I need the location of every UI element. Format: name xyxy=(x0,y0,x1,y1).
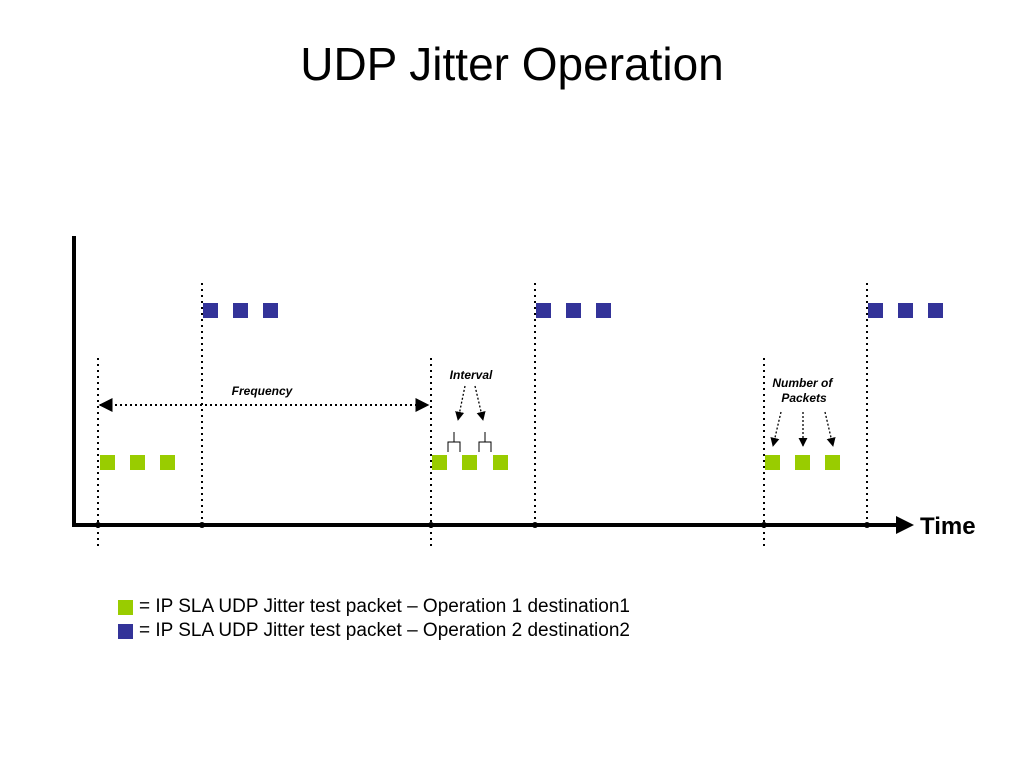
axis-tick xyxy=(761,522,767,528)
operation1-packets xyxy=(100,455,840,470)
interval-bracket xyxy=(478,432,492,452)
blue-packet xyxy=(233,303,248,318)
green-packet xyxy=(432,455,447,470)
legend-text-operation2: = IP SLA UDP Jitter test packet – Operat… xyxy=(139,620,630,641)
blue-packet-swatch xyxy=(118,623,133,639)
axis-tick xyxy=(428,522,434,528)
green-packet xyxy=(825,455,840,470)
number-of-packets-label-line1: Number of xyxy=(772,376,833,390)
blue-packet xyxy=(203,303,218,318)
green-packet xyxy=(795,455,810,470)
green-packet xyxy=(100,455,115,470)
blue-packet xyxy=(263,303,278,318)
green-packet xyxy=(765,455,780,470)
legend-text-operation1: = IP SLA UDP Jitter test packet – Operat… xyxy=(139,596,630,617)
green-packet xyxy=(160,455,175,470)
green-packet-swatch xyxy=(118,599,133,615)
blue-packet xyxy=(928,303,943,318)
operation2-packets xyxy=(203,303,943,318)
axis-ticks xyxy=(95,522,870,528)
packet-count-arrow xyxy=(770,411,782,447)
frequency-label: Frequency xyxy=(232,384,294,398)
interval-arrow xyxy=(474,385,486,421)
blue-packet xyxy=(536,303,551,318)
interval-bracket xyxy=(447,432,461,452)
blue-packet xyxy=(596,303,611,318)
interval-label: Interval xyxy=(450,368,493,382)
number-of-packets-label: Number of Packets xyxy=(772,376,835,405)
page-title: UDP Jitter Operation xyxy=(300,38,724,90)
blue-packet xyxy=(566,303,581,318)
operation-boundaries xyxy=(97,283,868,550)
time-axis-label: Time xyxy=(920,513,976,540)
axis-tick xyxy=(864,522,870,528)
number-of-packets-label-line2: Packets xyxy=(781,391,827,405)
interval-arrow xyxy=(455,385,466,421)
time-axis-arrowhead xyxy=(896,516,914,534)
axis-tick xyxy=(199,522,205,528)
green-packet xyxy=(462,455,477,470)
blue-packet xyxy=(898,303,913,318)
green-packet xyxy=(130,455,145,470)
axis-tick xyxy=(95,522,101,528)
legend-item-operation2: = IP SLA UDP Jitter test packet – Operat… xyxy=(118,619,630,643)
packet-count-arrow xyxy=(824,411,836,447)
green-packet xyxy=(493,455,508,470)
blue-packet xyxy=(868,303,883,318)
legend-item-operation1: = IP SLA UDP Jitter test packet – Operat… xyxy=(118,595,630,619)
axis-tick xyxy=(532,522,538,528)
